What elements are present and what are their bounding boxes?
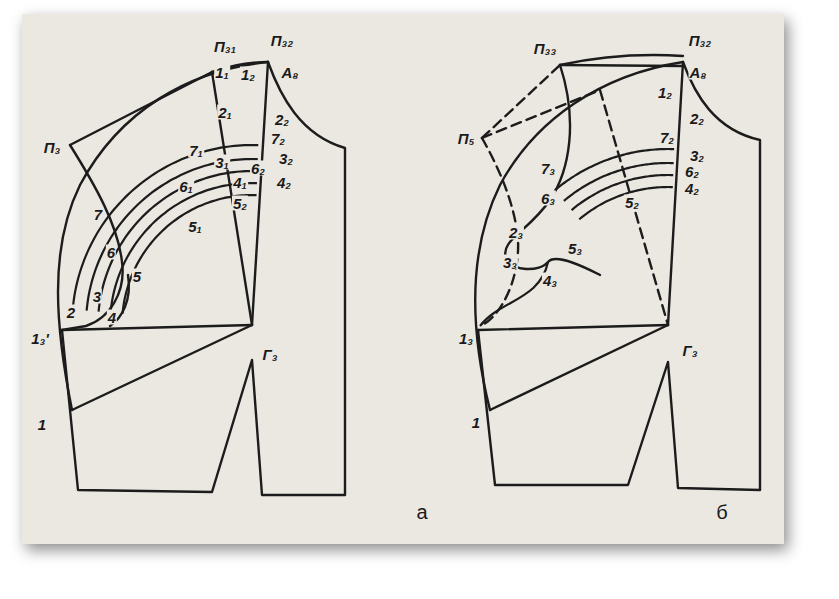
point-label: 1₁ — [214, 65, 230, 80]
point-label: 6₂ — [250, 161, 266, 176]
construction-arc — [87, 159, 258, 310]
construction-arc — [572, 175, 674, 210]
point-label: 7₂ — [270, 131, 286, 146]
point-label: 4₁ — [232, 175, 248, 190]
point-label: 4 — [107, 310, 117, 325]
point-label: 4₃ — [542, 273, 558, 288]
point-label: 1 — [37, 417, 47, 432]
point-label: Г₃ — [681, 343, 698, 358]
point-label: П₃₁ — [213, 39, 237, 54]
point-label: 4₂ — [276, 175, 292, 190]
point-label: 2₂ — [274, 112, 290, 127]
point-label: 1₃ — [458, 331, 474, 346]
construction-arc — [579, 187, 673, 219]
point-label: 6₃ — [540, 191, 556, 206]
panel-letter: б — [715, 502, 728, 522]
point-label: 7₃ — [540, 161, 556, 176]
point-label: П₃₂ — [270, 33, 294, 48]
point-label: П₃ — [43, 140, 62, 155]
point-label: П₃₂ — [688, 33, 712, 48]
point-label: 3₁ — [214, 155, 230, 170]
point-label: 7 — [93, 207, 103, 222]
point-label: 3₂ — [689, 148, 705, 163]
point-label: Г₃ — [261, 347, 278, 362]
point-label: 2₂ — [689, 111, 705, 126]
point-label: 1₂ — [657, 85, 673, 100]
construction-arc — [99, 171, 258, 312]
construction-arc — [111, 183, 257, 313]
point-label: А₈ — [281, 65, 300, 80]
point-label: 7₂ — [659, 130, 675, 145]
point-label: 5₂ — [232, 196, 248, 211]
point-label: 3₃ — [502, 255, 518, 270]
point-label: П₃₃ — [533, 41, 557, 56]
point-label: П₅ — [457, 131, 476, 146]
point-label: 4₂ — [684, 181, 700, 196]
point-label: 1₃' — [30, 331, 50, 346]
point-label: 5₃ — [567, 241, 583, 256]
point-label: 6₁ — [178, 179, 194, 194]
point-label: 5₁ — [187, 219, 203, 234]
construction-arc — [480, 262, 548, 326]
construction-arc — [122, 195, 256, 314]
point-label: 5 — [132, 269, 142, 284]
point-label: 1 — [471, 415, 481, 430]
point-label: А₈ — [689, 65, 708, 80]
point-label: 3 — [92, 289, 102, 304]
point-label: 2₃ — [508, 225, 524, 240]
point-label: 6₂ — [684, 164, 700, 179]
point-label: 1₂ — [240, 67, 256, 82]
panel-letter: а — [415, 502, 428, 522]
point-label: 5₂ — [624, 195, 640, 210]
point-label: 2₁ — [217, 105, 233, 120]
point-label: 3₂ — [278, 151, 294, 166]
point-label: 6 — [106, 245, 116, 260]
point-label: 7₁ — [188, 143, 204, 158]
point-label: 2 — [66, 305, 76, 320]
